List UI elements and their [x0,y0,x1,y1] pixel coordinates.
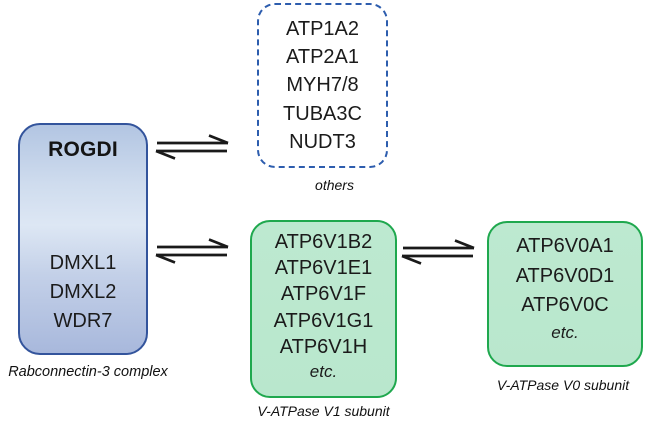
others-caption: others [315,177,354,193]
etc-label: etc. [551,322,579,342]
gene-label: ATP6V0C [521,294,609,316]
gene-label: DMXL2 [49,281,117,303]
equilibrium-arrow-v1-v0 [399,239,477,265]
v-atpase-v1-box: ATP6V1B2 ATP6V1E1 ATP6V1F ATP6V1G1 ATP6V… [250,220,397,398]
equilibrium-arrow-icon [401,239,475,265]
gene-label: ATP6V1B2 [274,231,373,253]
equilibrium-arrow-rogdi-others [153,134,231,160]
rabconnectin3-members: DMXL1 DMXL2 WDR7 [20,249,146,336]
gene-label: ATP1A2 [286,17,359,40]
gene-label: ATP6V1H [279,335,368,358]
gene-label: MYH7/8 [286,74,359,97]
rabconnectin3-complex-box: ROGDI DMXL1 DMXL2 WDR7 [18,123,148,355]
gene-label: ATP2A1 [286,46,359,69]
gene-label: ATP6V1E1 [274,257,373,280]
v-atpase-v0-caption: V-ATPase V0 subunit [496,377,630,393]
equilibrium-arrow-rogdi-v1 [153,238,231,264]
v-atpase-v0-box: ATP6V0A1 ATP6V0D1 ATP6V0C etc. [487,221,643,367]
etc-label: etc. [309,362,338,382]
gene-label: TUBA3C [283,102,362,125]
gene-label: ATP6V1G1 [273,309,374,332]
gene-label: ATP6V0A1 [516,235,614,257]
gene-label: ATP6V1F [280,283,367,306]
others-box: ATP1A2 ATP2A1 MYH7/8 TUBA3C NUDT3 [257,3,388,168]
gene-label: WDR7 [53,310,113,332]
gene-label: DMXL1 [49,252,117,274]
gene-label: NUDT3 [289,130,356,153]
gene-label: ATP6V0D1 [515,264,615,287]
equilibrium-arrow-icon [155,134,229,160]
rogdi-label: ROGDI [48,138,118,161]
equilibrium-arrow-icon [155,238,229,264]
rabconnectin3-caption: Rabconnectin-3 complex [8,364,168,380]
v-atpase-v1-caption: V-ATPase V1 subunit [257,403,390,419]
